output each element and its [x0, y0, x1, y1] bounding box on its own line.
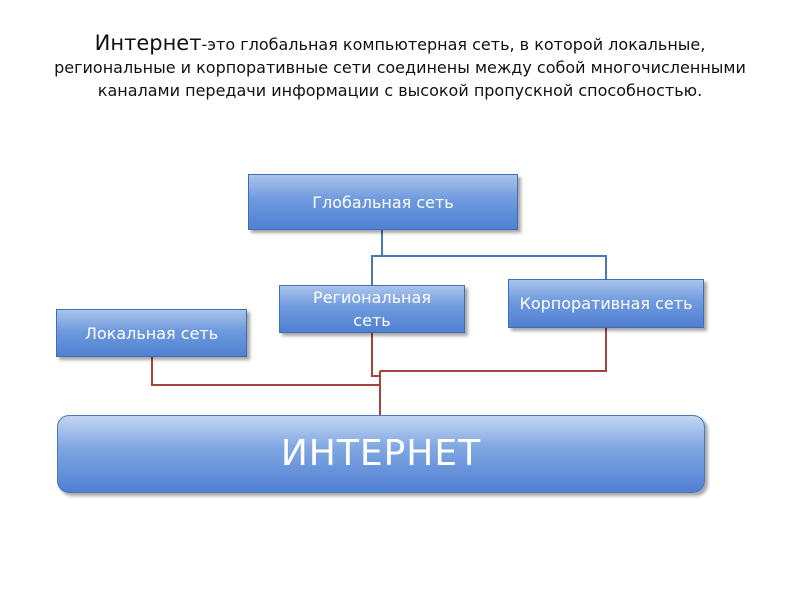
definition-body: -это глобальная компьютерная сеть, в кот…: [54, 35, 746, 100]
definition-text: Интернет-это глобальная компьютерная сет…: [40, 32, 760, 102]
node-internet-label: ИНТЕРНЕТ: [280, 433, 482, 474]
node-local-label: Локальная сеть: [84, 323, 219, 343]
connector-local-to-internet: [151, 357, 380, 386]
node-corporate-label: Корпоративная сеть: [519, 294, 693, 313]
node-global-network: Глобальная сеть: [248, 174, 518, 230]
node-regional-network: Региональная сеть: [279, 285, 465, 333]
connector-global-to-corporate: [382, 255, 607, 279]
node-local-network: Локальная сеть: [56, 309, 247, 357]
node-corporate-network: Корпоративная сеть: [508, 279, 704, 328]
connector-global-to-regional: [371, 255, 382, 285]
node-internet: ИНТЕРНЕТ: [57, 415, 705, 493]
definition-lead: Интернет: [94, 31, 202, 55]
connector-corporate-to-internet: [380, 328, 607, 372]
node-regional-label: Региональная сеть: [313, 288, 431, 330]
connector-regional-to-internet: [371, 333, 380, 377]
node-global-label: Глобальная сеть: [312, 192, 454, 212]
